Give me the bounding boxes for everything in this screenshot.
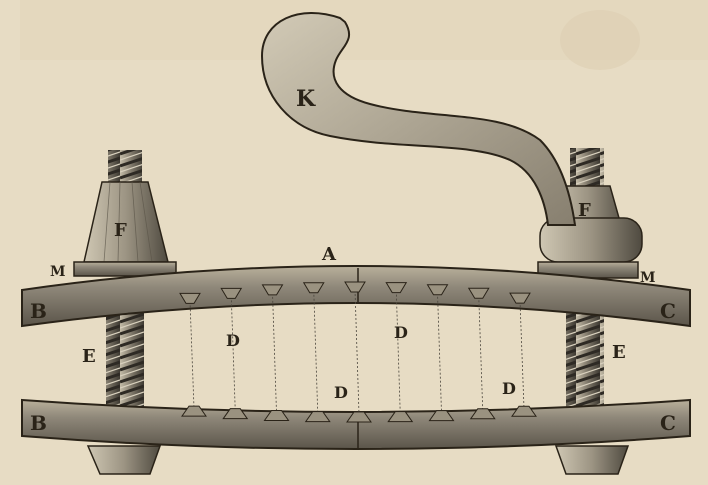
tooth-thread [519, 301, 525, 409]
label-f-left: F [114, 220, 127, 241]
tooth-thread [354, 289, 360, 415]
tooth-bottom [428, 410, 455, 422]
label-a: A [321, 244, 337, 265]
tooth-top [385, 282, 408, 294]
right-foot [554, 445, 630, 475]
label-b-top: B [30, 299, 47, 323]
label-c-bottom: C [660, 411, 676, 435]
tooth-top [426, 284, 449, 296]
label-d-1: D [226, 331, 240, 350]
tooth-thread [395, 290, 401, 414]
label-m-right: M [640, 270, 656, 286]
tooth-bottom [222, 408, 249, 420]
tooth-top [509, 292, 531, 304]
tooth-bottom [304, 411, 331, 423]
tooth-top [467, 287, 490, 299]
label-k: K [296, 86, 316, 112]
tooth-thread [189, 301, 195, 409]
tooth-top [179, 292, 201, 304]
tooth-bottom [263, 410, 290, 421]
tooth-top [220, 287, 243, 299]
tooth-top [261, 284, 284, 296]
tooth-top [344, 281, 366, 293]
label-m-left: M [50, 264, 66, 280]
tooth-thread [313, 290, 319, 414]
label-f-right: F [578, 200, 591, 221]
tooth-bottom [469, 408, 496, 420]
teeth-rows [179, 281, 537, 423]
label-d-4: D [502, 379, 516, 398]
left-foot [86, 445, 162, 475]
left-nut [73, 181, 177, 277]
right-screw [566, 148, 604, 412]
top-bar [21, 265, 691, 328]
label-d-2: D [394, 323, 408, 342]
label-e-right: E [612, 342, 626, 363]
label-e-left: E [82, 346, 96, 367]
tooth-bottom [181, 405, 207, 417]
tooth-bottom [387, 411, 414, 423]
label-c-top: C [660, 299, 676, 323]
tooth-thread [230, 296, 236, 411]
tooth-thread [478, 296, 484, 411]
tooth-bottom [346, 411, 372, 423]
label-b-bottom: B [30, 411, 47, 435]
label-d-3: D [334, 383, 348, 402]
handle-k [260, 12, 577, 226]
tooth-bottom [511, 405, 537, 417]
left-screw [106, 150, 144, 412]
tooth-top [302, 282, 325, 294]
